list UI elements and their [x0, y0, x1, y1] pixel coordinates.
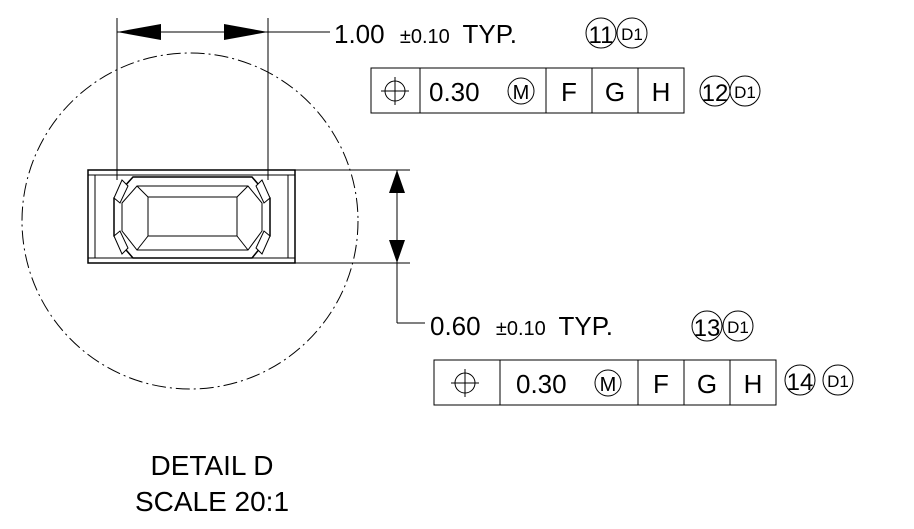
svg-text:14: 14 — [787, 369, 814, 396]
mmc-modifier-icon: M — [507, 77, 535, 105]
fcf-bottom-tolerance: 0.30 — [516, 369, 567, 399]
dim-v-suffix: TYP. — [559, 311, 613, 341]
dim-v-value: 0.60 — [430, 311, 481, 341]
detail-boundary-circle — [21, 52, 359, 390]
svg-text:11: 11 — [589, 22, 614, 49]
dimension-arrow-left — [117, 24, 161, 40]
position-icon — [381, 77, 409, 105]
svg-text:M: M — [513, 82, 530, 104]
svg-text:0.60 ±0.10 TYP.: 0.60 ±0.10 TYP. — [430, 311, 613, 341]
tag-d1-14: D1 — [822, 364, 854, 396]
mmc-modifier-icon: M — [594, 369, 622, 397]
balloon-11: 11 — [585, 17, 617, 49]
svg-text:D1: D1 — [727, 318, 749, 337]
vertical-dimension — [270, 169, 425, 324]
dimension-arrow-down — [389, 240, 405, 263]
detail-scale: SCALE 20:1 — [135, 486, 289, 517]
fcf-bottom-datum-3: H — [744, 369, 763, 399]
balloon-13: 13 — [691, 310, 723, 342]
tag-d1-12: D1 — [729, 75, 761, 107]
svg-text:13: 13 — [694, 315, 721, 342]
svg-text:12: 12 — [702, 80, 729, 107]
balloon-14: 14 — [784, 364, 816, 396]
fcf-bottom-datum-1: F — [653, 369, 669, 399]
dimension-arrow-up — [389, 170, 405, 193]
dim-h-suffix: TYP. — [463, 19, 517, 49]
feature-control-frame-bottom: 0.30 M F G H — [433, 359, 777, 406]
horizontal-dimension — [116, 18, 330, 180]
position-icon — [451, 369, 479, 397]
fcf-top-datum-3: H — [652, 77, 671, 107]
fcf-top-tolerance: 0.30 — [429, 77, 480, 107]
fcf-top-datum-1: F — [561, 77, 577, 107]
dim-v-tolerance: ±0.10 — [496, 318, 546, 340]
component-outline — [87, 169, 296, 264]
svg-text:M: M — [600, 374, 617, 396]
dimension-arrow-right — [224, 24, 268, 40]
detail-title: DETAIL D — [151, 450, 274, 481]
balloon-12: 12 — [699, 75, 731, 107]
svg-text:D1: D1 — [734, 83, 756, 102]
tag-d1-11: D1 — [616, 17, 648, 49]
fcf-bottom-datum-2: G — [697, 369, 717, 399]
svg-text:1.00 ±0.10 TYP.: 1.00 ±0.10 TYP. — [334, 19, 517, 49]
tag-d1-13: D1 — [722, 310, 754, 342]
svg-text:D1: D1 — [621, 25, 643, 44]
svg-text:D1: D1 — [827, 372, 849, 391]
dim-h-value: 1.00 — [334, 19, 385, 49]
dim-h-tolerance: ±0.10 — [400, 26, 450, 48]
fcf-top-datum-2: G — [605, 77, 625, 107]
feature-control-frame-top: 0.30 M F G H — [370, 67, 685, 114]
